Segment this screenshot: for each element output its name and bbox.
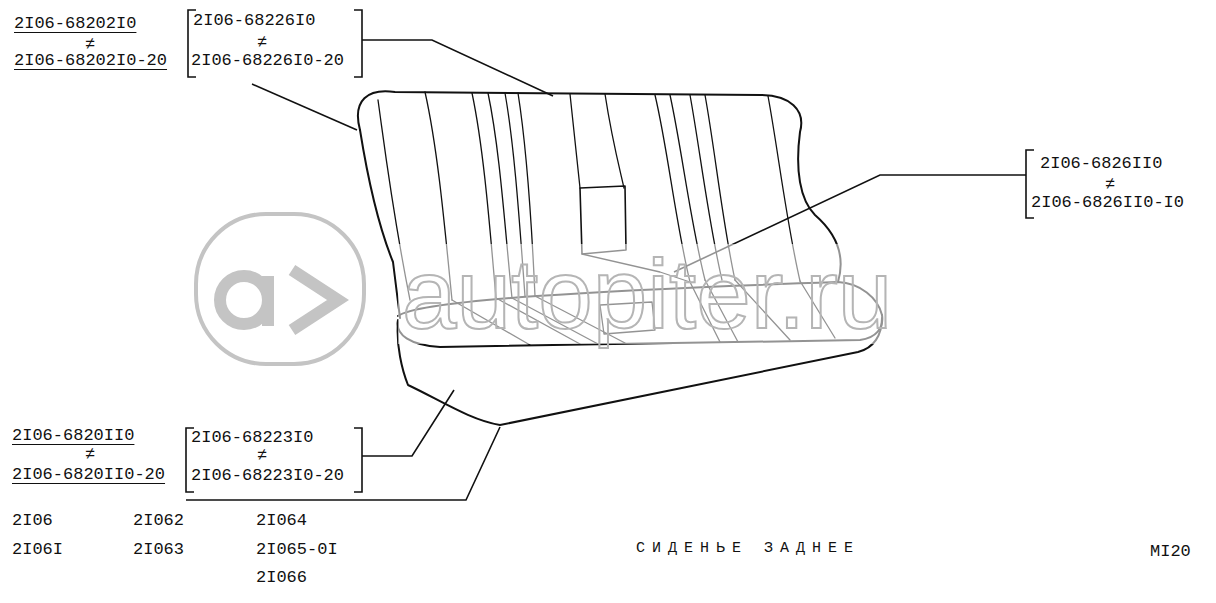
model-code: 2I066 xyxy=(256,569,307,587)
part-number: 2I06-68202I0-20 xyxy=(14,52,167,70)
part-number: 2I06-6820II0-20 xyxy=(12,466,165,484)
part-number: 2I06-68226I0 xyxy=(193,12,315,30)
not-equal-sign: ≠ xyxy=(257,34,267,52)
logo-a xyxy=(220,276,268,324)
bracket xyxy=(354,10,362,77)
logo-arrow xyxy=(292,270,338,330)
part-number: 2I06-6826II0 xyxy=(1040,155,1162,173)
model-code: 2I063 xyxy=(133,541,184,559)
logo-a-stem xyxy=(262,276,274,326)
part-number: 2I06-68223I0-20 xyxy=(191,467,344,485)
part-number: 2I06-6820II0 xyxy=(12,427,134,445)
part-number: 2I06-68223I0 xyxy=(191,429,313,447)
leader-line xyxy=(252,84,357,130)
model-code: 2I062 xyxy=(133,512,184,530)
model-code: 2I065-0I xyxy=(256,541,338,559)
leader-line xyxy=(362,40,553,96)
model-code: 2I064 xyxy=(256,512,307,530)
leader-line xyxy=(186,427,500,500)
leader-line xyxy=(362,390,454,456)
part-number: 2I06-6826II0-I0 xyxy=(1031,194,1184,212)
part-number: 2I06-68226I0-20 xyxy=(191,52,344,70)
model-code: 2I06 xyxy=(12,512,53,530)
bracket xyxy=(354,428,362,492)
not-equal-sign: ≠ xyxy=(257,447,267,465)
watermark: autopiter.ru xyxy=(398,244,896,344)
logo-frame xyxy=(196,214,364,364)
part-number: 2I06-68202I0 xyxy=(14,15,136,33)
leaders xyxy=(186,10,1034,500)
model-code: 2I06I xyxy=(12,541,63,559)
sheet-number: MI20 xyxy=(1150,543,1191,561)
backrest-side xyxy=(360,130,400,318)
not-equal-sign: ≠ xyxy=(85,446,95,464)
not-equal-sign: ≠ xyxy=(1105,176,1115,194)
sheet-title: СИДЕНЬЕ ЗАДНЕЕ xyxy=(636,540,860,558)
